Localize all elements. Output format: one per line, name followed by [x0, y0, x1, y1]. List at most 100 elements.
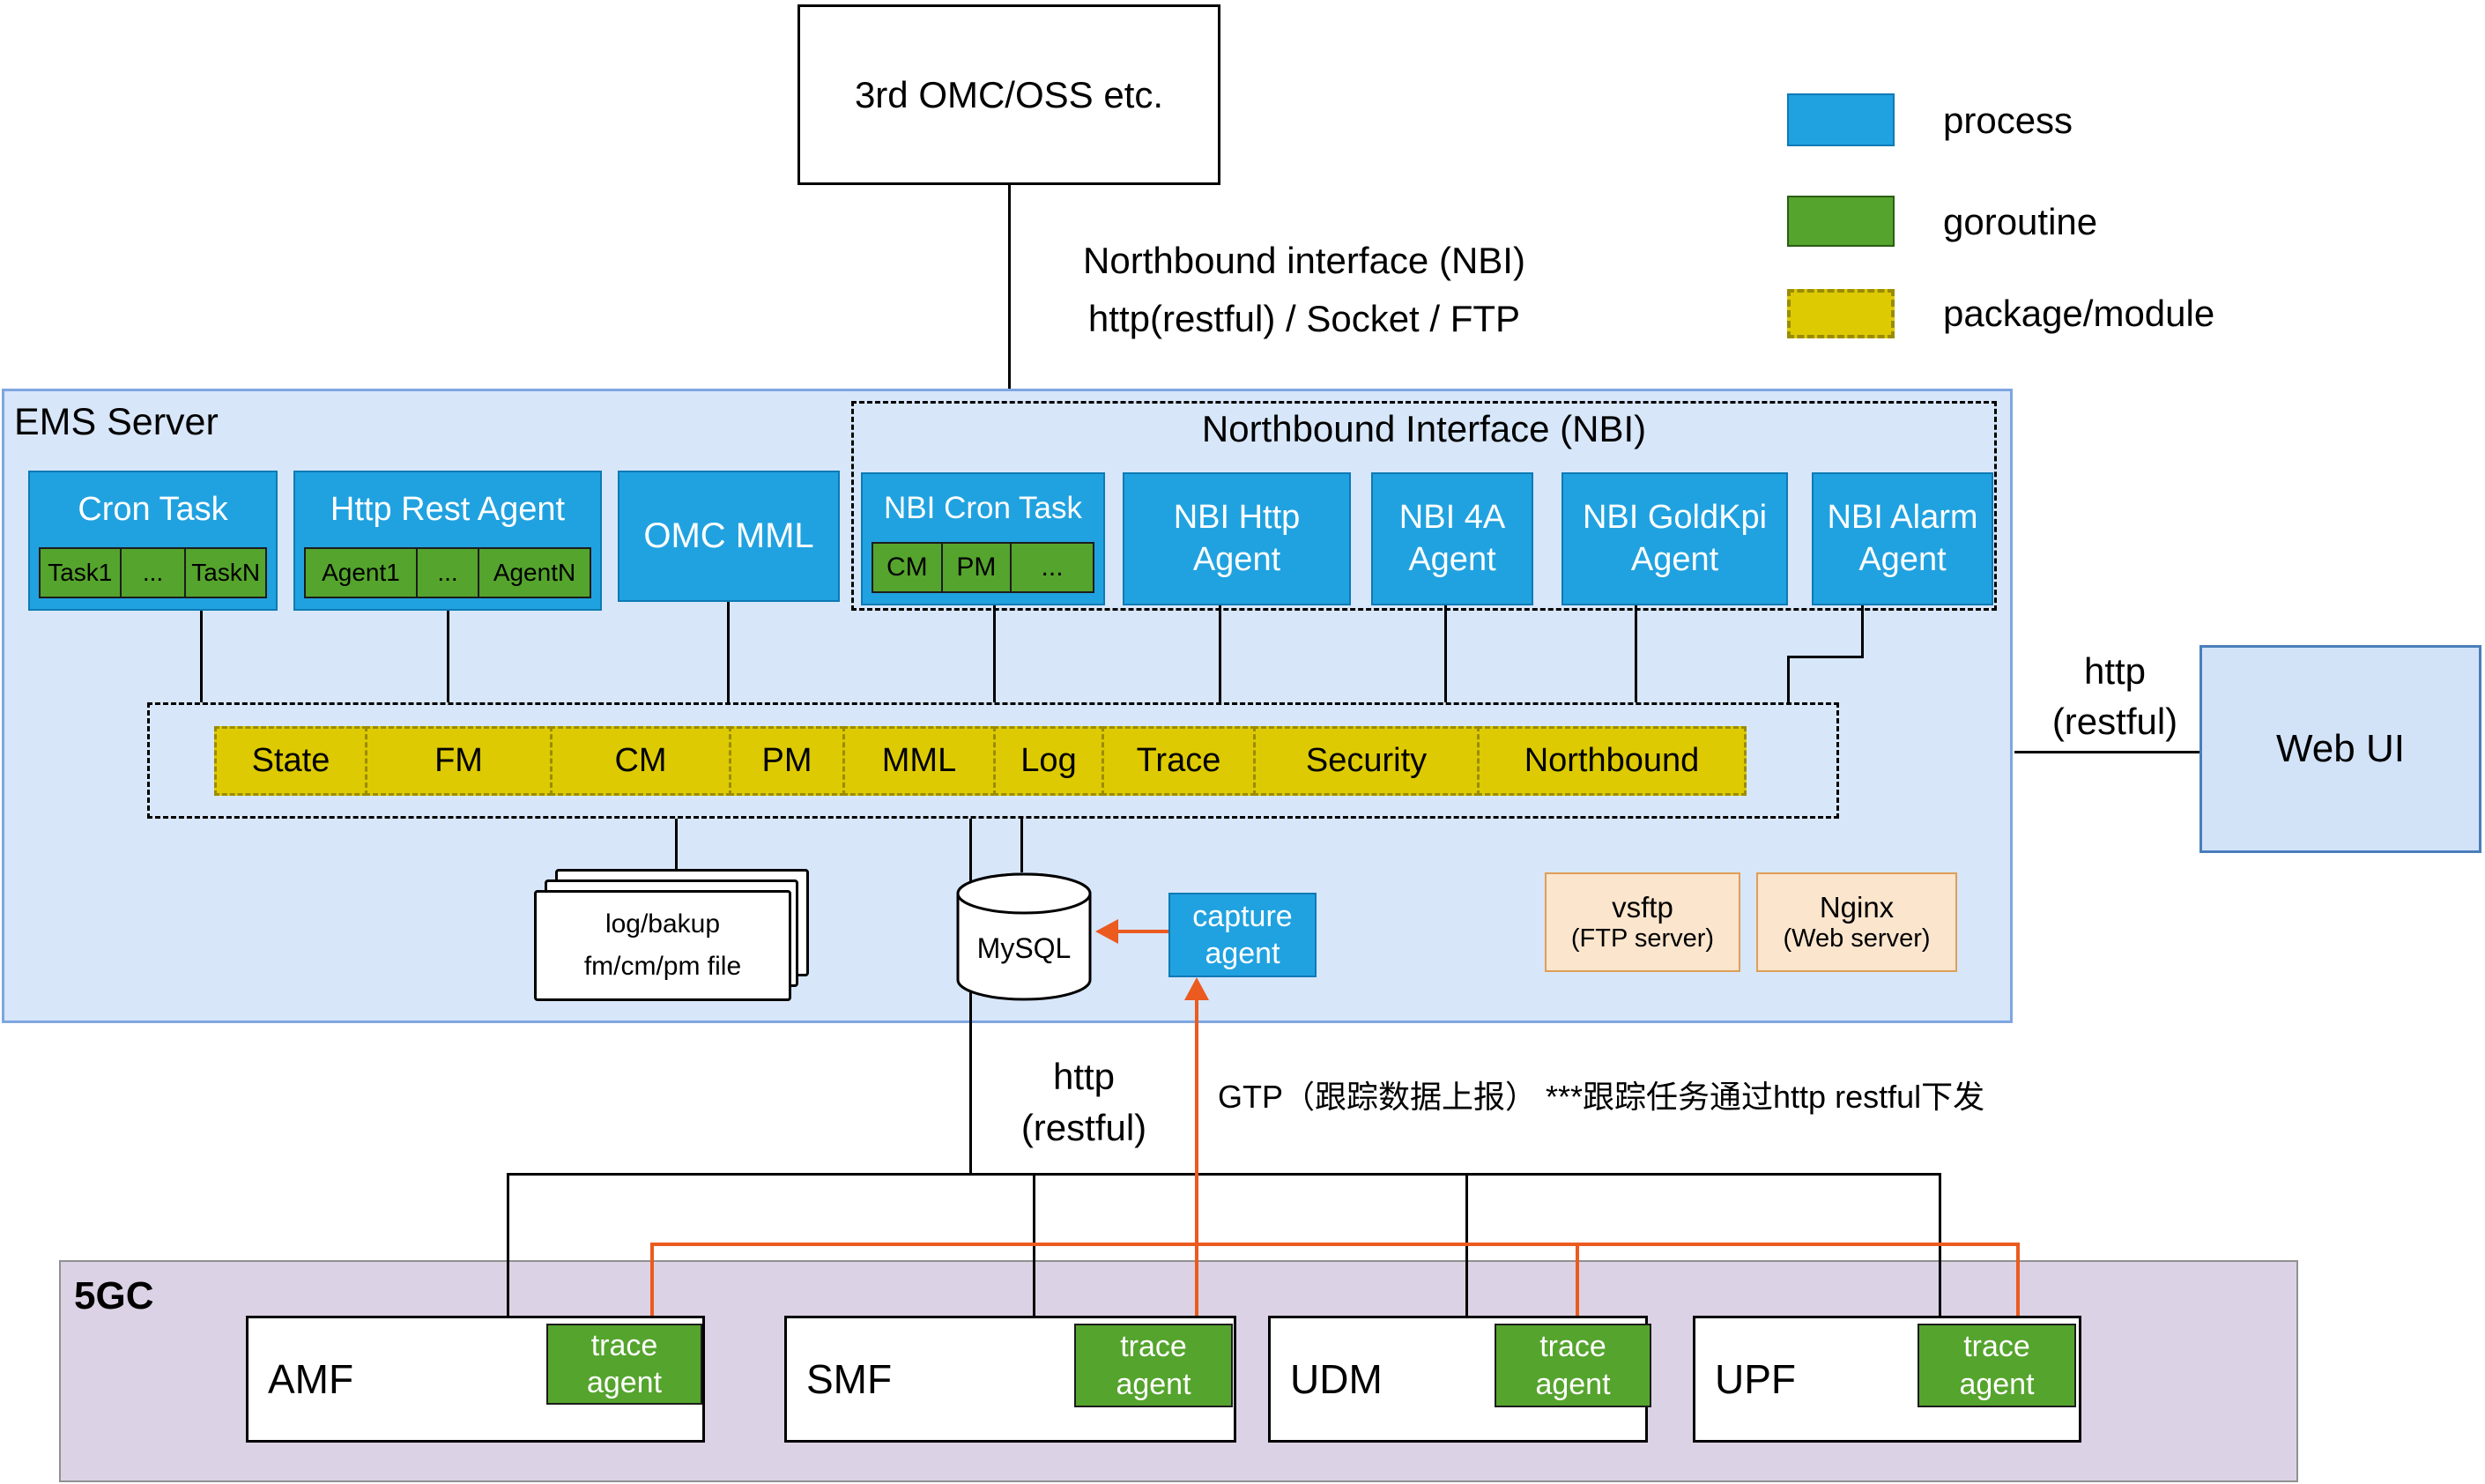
connector-nbialarm-seg1 — [1861, 605, 1864, 658]
vsftp-line1: vsftp — [1612, 891, 1673, 924]
trace-agent-line1: trace — [1539, 1330, 1606, 1364]
web-http-label-line1: http — [2083, 650, 2147, 692]
connector-ems-core — [969, 819, 972, 1173]
legend-label-process: process — [1943, 100, 2073, 141]
connector-bus-amf — [507, 1173, 509, 1316]
omc-oss-box: 3rd OMC/OSS etc. — [797, 4, 1220, 185]
connector-nbi4a-modules — [1444, 605, 1447, 702]
omc-mml-box: OMC MML — [618, 471, 840, 602]
module-cell-cm: CM — [550, 726, 731, 796]
task-cell: Task1 — [39, 547, 122, 598]
arrow-up-capture-icon — [1184, 977, 1209, 1000]
nbi-cron-cell: PM — [940, 542, 1013, 593]
nbi-alarm-agent-line2: Agent — [1858, 540, 1947, 578]
nf-label-upf: UPF — [1715, 1356, 1796, 1402]
module-cell-fm: FM — [365, 726, 553, 796]
nbi-http-agent-box: NBI Http Agent — [1123, 472, 1351, 605]
nbi-cron-task-box: NBI Cron Task CM PM ... — [861, 472, 1105, 605]
mysql-label: MySQL — [976, 931, 1072, 964]
legend-swatch-goroutine-icon — [1787, 196, 1895, 247]
nf-label-amf: AMF — [268, 1356, 354, 1402]
module-cell-pm: PM — [729, 726, 845, 796]
connector-omcmml-modules — [727, 602, 730, 702]
trace-drop-smf — [1195, 1244, 1198, 1325]
file-stack-line1: log/bakup — [605, 909, 721, 939]
omc-mml-label: OMC MML — [643, 516, 814, 555]
nbi-cron-cell: CM — [872, 542, 943, 593]
trace-agent-line2: agent — [586, 1366, 663, 1399]
vsftp-box: vsftp (FTP server) — [1545, 872, 1740, 972]
connector-modules-files — [675, 819, 678, 869]
trace-drop-udm — [1576, 1244, 1579, 1325]
trace-drop-amf — [650, 1244, 654, 1325]
trace-agent-line1: trace — [1963, 1330, 2030, 1364]
vsftp-line2: (FTP server) — [1570, 924, 1715, 953]
nbi-4a-agent-line1: NBI 4A — [1398, 499, 1506, 537]
arrow-left-mysql-icon — [1095, 919, 1118, 944]
http-rest-agent-title: Http Rest Agent — [330, 491, 566, 528]
nbi-link-label-line2: http(restful) / Socket / FTP — [1087, 298, 1521, 339]
trace-agent-box-smf: trace agent — [1074, 1324, 1233, 1407]
file-stack-line2: fm/cm/pm file — [583, 952, 742, 981]
nginx-box: Nginx (Web server) — [1756, 872, 1957, 972]
legend-swatch-package-icon — [1787, 289, 1895, 338]
cron-task-cells: Task1 ... TaskN — [39, 547, 267, 598]
ems-server-title: EMS Server — [14, 401, 219, 443]
module-cell-state: State — [214, 726, 367, 796]
module-cell-northbound: Northbound — [1477, 726, 1747, 796]
legend-label-goroutine: goroutine — [1943, 201, 2098, 242]
module-cell-security: Security — [1253, 726, 1480, 796]
trace-riser-capture — [1195, 1000, 1198, 1246]
legend-label-package: package/module — [1943, 293, 2215, 334]
mysql-cylinder-icon — [956, 872, 1092, 1001]
trace-agent-line2: agent — [1535, 1367, 1611, 1401]
nginx-line2: (Web server) — [1783, 924, 1931, 953]
trace-agent-line1: trace — [1120, 1330, 1187, 1364]
task-cell: TaskN — [184, 547, 267, 598]
trace-agent-box-udm: trace agent — [1495, 1324, 1651, 1407]
connector-ems-webui — [2014, 751, 2199, 753]
file-stack-page-front: log/bakup fm/cm/pm file — [534, 890, 791, 1001]
web-ui-box: Web UI — [2199, 645, 2481, 853]
connector-crontask-modules — [200, 611, 203, 702]
capture-agent-line2: agent — [1205, 937, 1280, 970]
trace-bus-line — [650, 1243, 2020, 1246]
agent-cell: AgentN — [478, 547, 591, 598]
connector-nbicron-modules — [993, 605, 996, 702]
capture-mysql-line — [1116, 930, 1168, 933]
nbi-goldkpi-agent-box: NBI GoldKpi Agent — [1561, 472, 1788, 605]
gtp-note: GTP（跟踪数据上报） ***跟踪任务通过http restful下发 — [1218, 1079, 1985, 1115]
connector-restagent-modules — [447, 611, 449, 702]
core-http-label-line2: (restful) — [1020, 1107, 1147, 1148]
trace-agent-box-upf: trace agent — [1918, 1324, 2076, 1407]
connector-nbialarm-seg3 — [1787, 656, 1790, 702]
module-cell-trace: Trace — [1102, 726, 1256, 796]
web-ui-label: Web UI — [2276, 727, 2405, 770]
trace-agent-line2: agent — [1959, 1367, 2035, 1401]
nbi-cron-task-cells: CM PM ... — [872, 542, 1094, 593]
http-rest-agent-cells: Agent1 ... AgentN — [304, 547, 591, 598]
connector-omc-to-ems — [1008, 185, 1011, 389]
http-rest-agent-box: Http Rest Agent Agent1 ... AgentN — [293, 471, 602, 611]
web-http-label-line2: (restful) — [2051, 701, 2178, 742]
capture-agent-line1: capture — [1192, 899, 1293, 933]
nbi-http-agent-line1: NBI Http — [1173, 499, 1301, 537]
agent-cell: ... — [415, 547, 480, 598]
nbi-alarm-agent-line1: NBI Alarm — [1827, 499, 1978, 537]
module-cell-log: Log — [993, 726, 1104, 796]
nbi-goldkpi-agent-line1: NBI GoldKpi — [1582, 499, 1768, 537]
nbi-cron-cell: ... — [1010, 542, 1094, 593]
nbi-alarm-agent-box: NBI Alarm Agent — [1812, 472, 1993, 605]
trace-drop-upf — [2016, 1244, 2020, 1325]
nbi-4a-agent-line2: Agent — [1408, 540, 1496, 578]
module-bar: State FM CM PM MML Log Trace Security No… — [214, 726, 1747, 796]
nbi-title: Northbound Interface (NBI) — [1201, 408, 1647, 449]
legend-swatch-process-icon — [1787, 93, 1895, 146]
connector-nbialarm-seg2 — [1787, 656, 1864, 658]
cron-task-box: Cron Task Task1 ... TaskN — [28, 471, 278, 611]
connector-modules-mysql — [1020, 819, 1023, 872]
task-cell: ... — [119, 547, 187, 598]
nbi-http-agent-line2: Agent — [1192, 540, 1281, 578]
agent-cell: Agent1 — [304, 547, 418, 598]
